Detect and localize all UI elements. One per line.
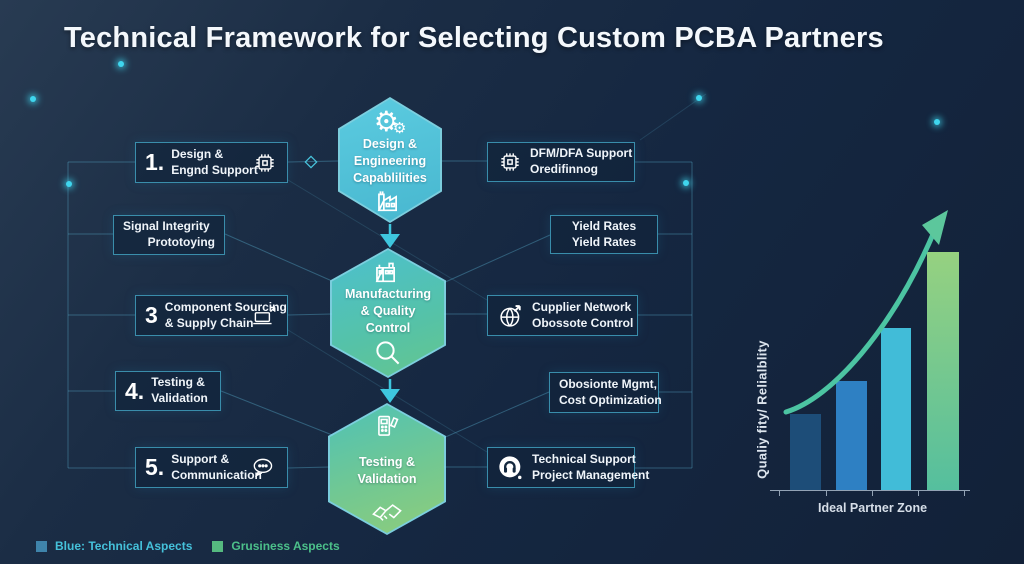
diamond-connector — [304, 155, 318, 169]
box-technical-support: Technical Support Project Management — [487, 447, 650, 488]
box-dfm-dfa-support: DFM/DFA Support Oredifinnog — [487, 142, 635, 182]
box-yield-rates: Yield Rates Yield Rates — [550, 215, 658, 254]
down-arrow-icon — [380, 224, 400, 248]
step-box-5-support: 5. Support & Communication — [135, 447, 288, 488]
axis-tick — [964, 491, 965, 496]
step-number: 4. — [125, 377, 145, 404]
glow-dot — [30, 96, 36, 102]
legend: Blue: Technical Aspects Grusiness Aspect… — [36, 539, 340, 553]
box-line: Testing & — [151, 375, 205, 390]
hexagon-label: Design & Engineering Capablilities — [353, 137, 427, 185]
step-number: 3 — [145, 302, 158, 328]
legend-item-business: Grusiness Aspects — [212, 539, 340, 553]
box-line: Cost Optimization — [559, 392, 662, 407]
glow-dot — [66, 181, 72, 187]
box-line: Design & — [171, 146, 224, 161]
page-title: Technical Framework for Selecting Custom… — [64, 22, 884, 54]
box-obsolescence-mgmt: Obosionte Mgmt, Cost Optimization — [549, 372, 662, 413]
legend-swatch-green — [212, 540, 224, 552]
box-line: Obosionte Mgmt, — [559, 376, 657, 391]
glow-dot — [696, 95, 702, 101]
step-number: 1. — [145, 149, 165, 175]
factory-icon — [373, 258, 403, 285]
magnifier-icon — [373, 338, 403, 368]
glow-dot — [683, 180, 689, 186]
globe-arrow-icon — [497, 302, 525, 330]
box-line: Signal Integrity — [123, 219, 210, 234]
box-line: Communication — [171, 467, 262, 482]
headset-icon — [497, 454, 525, 482]
box-line: Yield Rates — [571, 234, 637, 249]
box-line: Obossote Control — [532, 315, 634, 330]
quality-reliability-chart: Qualiy fity/ Relialblity Ideal Partner Z… — [740, 200, 1024, 540]
box-line: Project Management — [532, 467, 650, 482]
box-line: Engnd Support — [171, 162, 258, 177]
box-line: Oredifinnog — [530, 162, 598, 176]
step-box-4-testing: 4. Testing & Validation — [115, 371, 221, 411]
multimeter-icon — [372, 413, 402, 441]
step-box-1-design-support: 1. Design & Engnd Support — [135, 142, 288, 183]
legend-item-technical: Blue: Technical Aspects — [36, 539, 192, 553]
hexagon-testing-validation: Testing & Validation — [328, 403, 446, 535]
box-line: Validation — [151, 391, 208, 405]
chart-bar-4 — [927, 252, 959, 490]
chart-y-axis-label: Qualiy fity/ Relialblity — [754, 340, 770, 479]
axis-tick — [779, 491, 780, 496]
box-signal-integrity: Signal Integrity Prototoying — [113, 215, 225, 255]
down-arrow-icon — [380, 379, 400, 403]
box-line: DFM/DFA Support — [530, 146, 633, 161]
handshake-icon — [370, 501, 404, 525]
legend-label: Grusiness Aspects — [231, 539, 340, 553]
axis-tick — [918, 491, 919, 496]
chart-x-axis-label: Ideal Partner Zone — [817, 501, 928, 515]
legend-label: Blue: Technical Aspects — [55, 539, 193, 553]
chart-bar-1 — [790, 414, 821, 490]
laptop-arrow-icon — [250, 304, 278, 328]
box-line: Technical Support — [532, 451, 636, 466]
axis-tick — [826, 491, 827, 496]
glow-dot — [118, 61, 124, 67]
box-line: Component Sourcing — [164, 299, 287, 314]
glow-dot — [934, 119, 940, 125]
box-line: Yield Rates — [571, 218, 637, 233]
hexagon-label: Manufacturing & Quality Control — [344, 287, 432, 335]
chip-icon — [252, 150, 278, 176]
box-line: Cupplier Network — [532, 299, 632, 314]
chart-bar-2 — [836, 381, 867, 490]
chart-bar-3 — [881, 328, 911, 490]
axis-tick — [872, 491, 873, 496]
chat-bubbles-icon — [250, 456, 278, 480]
factory-icon — [375, 187, 405, 214]
chip-icon — [497, 149, 523, 175]
step-box-3-component-sourcing: 3 Component Sourcing & Supply Chain — [135, 295, 288, 336]
legend-swatch-blue — [36, 540, 47, 552]
hexagon-label: Testing & Validation — [357, 455, 417, 486]
box-supplier-network: Cupplier Network Obossote Control — [487, 295, 638, 336]
hexagon-manufacturing-quality: Manufacturing & Quality Control — [330, 248, 446, 378]
box-line: & Supply Chain — [164, 315, 254, 330]
step-number: 5. — [145, 454, 165, 480]
chart-x-axis — [770, 490, 970, 491]
gears-icon: ⚙⚙ — [373, 104, 407, 138]
box-line: Prototoying — [147, 235, 215, 249]
hexagon-design-engineering: ⚙⚙ Design & Engineering Capablilities — [338, 97, 442, 223]
box-line: Support & — [171, 451, 230, 466]
